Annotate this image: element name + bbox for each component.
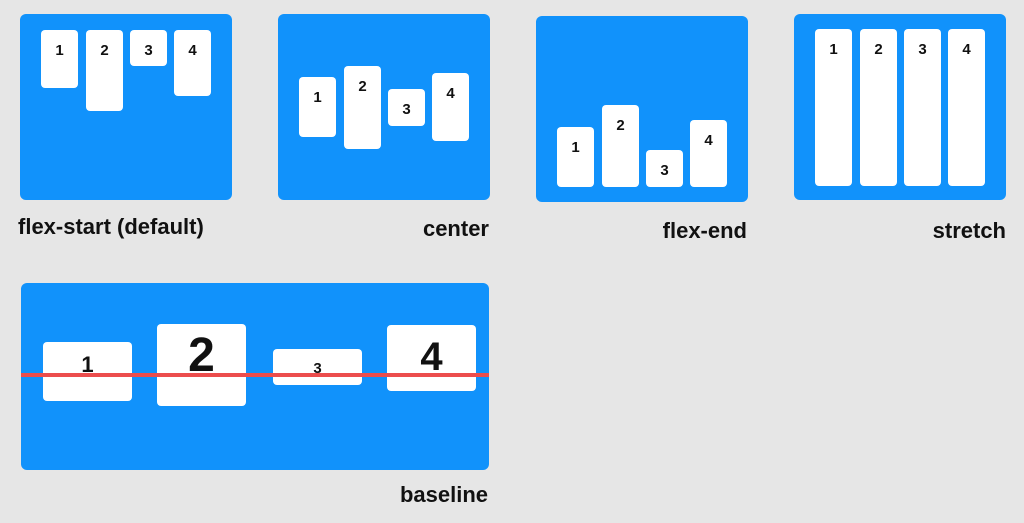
baseline-item-4: 4 xyxy=(387,325,476,391)
baseline-caption: baseline xyxy=(399,482,488,507)
stretch-item-3-label: 3 xyxy=(918,41,927,58)
center-item-1-label: 1 xyxy=(313,89,322,106)
baseline-item-3: 3 xyxy=(273,349,362,385)
baseline-item-1: 1 xyxy=(43,342,132,401)
stretch-item-4: 4 xyxy=(948,29,985,186)
flex-start-item-3-label: 3 xyxy=(144,42,153,59)
flex-end-item-2-label: 2 xyxy=(616,117,625,134)
center-container: 1 2 3 4 xyxy=(278,14,490,200)
flex-end-item-4-label: 4 xyxy=(704,132,713,149)
flex-start-item-1-label: 1 xyxy=(55,42,64,59)
flex-end-item-1: 1 xyxy=(557,127,594,187)
baseline-container: 1 2 3 4 xyxy=(21,283,489,470)
flex-end-container: 1 2 3 4 xyxy=(536,16,748,202)
center-item-4-label: 4 xyxy=(446,85,455,102)
flex-start-item-2: 2 xyxy=(86,30,123,111)
baseline-item-3-label: 3 xyxy=(313,360,322,377)
flex-end-item-2: 2 xyxy=(602,105,639,187)
baseline-item-2-label: 2 xyxy=(188,329,215,382)
flex-start-item-2-label: 2 xyxy=(100,42,109,59)
flex-end-item-3-label: 3 xyxy=(660,162,669,179)
stretch-item-1-label: 1 xyxy=(829,41,838,58)
flex-start-item-1: 1 xyxy=(41,30,78,88)
stretch-caption: stretch xyxy=(932,218,1006,243)
stretch-item-4-label: 4 xyxy=(962,41,971,58)
stretch-item-1: 1 xyxy=(815,29,852,186)
center-item-2: 2 xyxy=(344,66,381,149)
flex-start-item-3: 3 xyxy=(130,30,167,66)
flex-start-item-4-label: 4 xyxy=(188,42,197,59)
center-item-3: 3 xyxy=(388,89,425,126)
flex-end-item-1-label: 1 xyxy=(571,139,580,156)
center-item-4: 4 xyxy=(432,73,469,141)
baseline-item-4-label: 4 xyxy=(420,335,443,379)
center-caption: center xyxy=(422,216,489,241)
flex-start-container: 1 2 3 4 xyxy=(20,14,232,200)
flex-end-caption: flex-end xyxy=(662,218,747,243)
baseline-item-1-label: 1 xyxy=(81,352,94,377)
baseline-guide-line xyxy=(21,373,489,377)
flex-start-item-4: 4 xyxy=(174,30,211,96)
stretch-item-3: 3 xyxy=(904,29,941,186)
stretch-item-2-label: 2 xyxy=(874,41,883,58)
center-item-2-label: 2 xyxy=(358,78,367,95)
stretch-container: 1 2 3 4 xyxy=(794,14,1006,200)
flex-start-caption: flex-start (default) xyxy=(18,214,204,239)
baseline-item-2: 2 xyxy=(157,324,246,406)
center-item-1: 1 xyxy=(299,77,336,137)
center-item-3-label: 3 xyxy=(402,101,411,118)
flex-end-item-3: 3 xyxy=(646,150,683,187)
flex-end-item-4: 4 xyxy=(690,120,727,187)
stretch-item-2: 2 xyxy=(860,29,897,186)
